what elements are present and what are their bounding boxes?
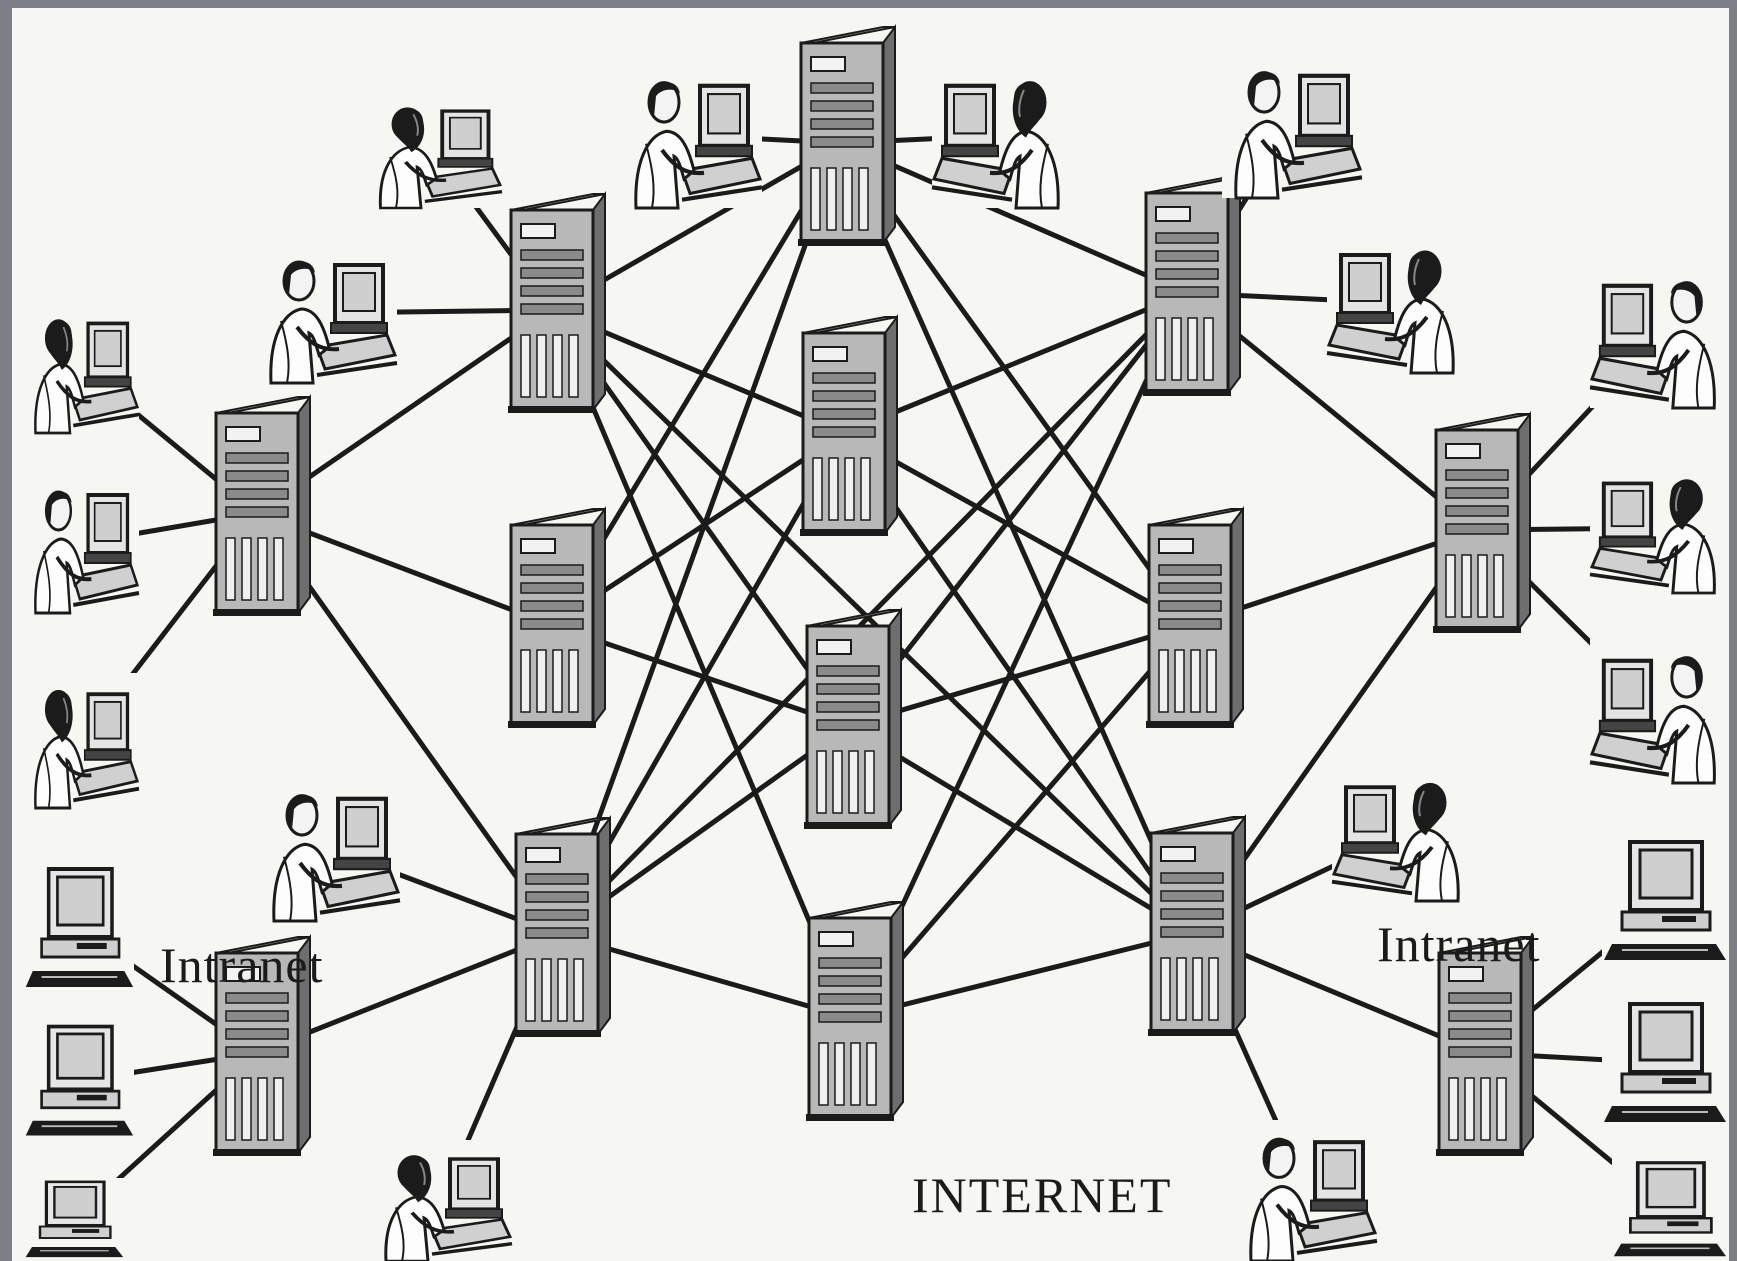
desktop-computer-icon <box>1612 1158 1727 1261</box>
person-at-computer-icon <box>1222 53 1362 198</box>
network-nodes <box>24 27 1728 1261</box>
person-at-computer-icon <box>1590 263 1728 408</box>
desktop-computer-icon <box>24 1178 124 1261</box>
network-diagram <box>12 8 1729 1261</box>
person-at-computer-icon <box>1237 1120 1377 1261</box>
server-tower-icon <box>213 397 310 616</box>
desktop-computer-icon <box>1602 998 1727 1128</box>
server-tower-icon <box>798 27 895 246</box>
server-tower-icon <box>804 610 901 829</box>
server-tower-icon <box>513 818 610 1037</box>
person-at-computer-icon <box>260 776 400 921</box>
server-tower-icon <box>1146 509 1243 728</box>
intranet-right-label: Intranet <box>1377 915 1540 973</box>
person-at-computer-icon <box>1590 463 1728 593</box>
server-tower-icon <box>1433 414 1530 633</box>
person-at-computer-icon <box>24 673 139 808</box>
desktop-computer-icon <box>1602 836 1727 966</box>
server-tower-icon <box>508 509 605 728</box>
person-at-computer-icon <box>367 93 502 208</box>
server-tower-icon <box>806 902 903 1121</box>
person-at-computer-icon <box>1327 233 1467 373</box>
person-at-computer-icon <box>1332 766 1472 901</box>
server-tower-icon <box>800 317 897 536</box>
server-tower-icon <box>1148 817 1245 1036</box>
intranet-left-label: Intranet <box>160 936 323 994</box>
person-at-computer-icon <box>24 473 139 613</box>
person-at-computer-icon <box>1590 638 1728 783</box>
desktop-computer-icon <box>24 863 134 993</box>
person-at-computer-icon <box>372 1140 512 1261</box>
person-at-computer-icon <box>257 243 397 383</box>
server-tower-icon <box>508 194 605 413</box>
server-tower-icon <box>1143 177 1240 396</box>
diagram-frame: Intranet Intranet INTERNET <box>12 8 1729 1261</box>
person-at-computer-icon <box>24 303 139 433</box>
person-at-computer-icon <box>932 63 1072 208</box>
desktop-computer-icon <box>24 1021 134 1141</box>
person-at-computer-icon <box>622 63 762 208</box>
internet-label: INTERNET <box>912 1166 1172 1224</box>
